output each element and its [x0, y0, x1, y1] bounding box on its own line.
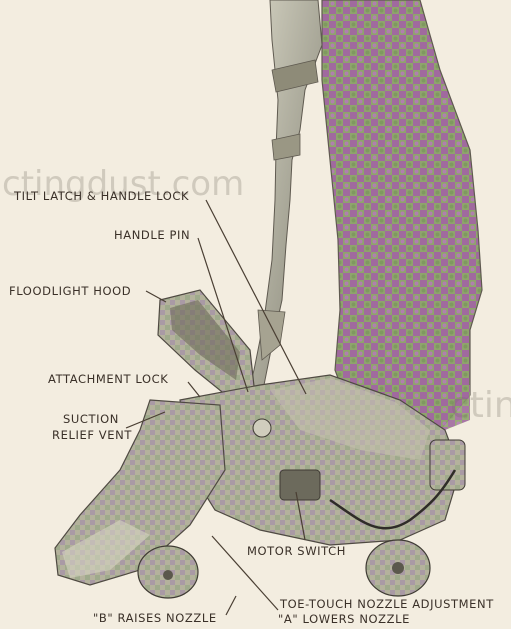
label-floodlight-hood: FLOODLIGHT HOOD	[9, 285, 131, 298]
handle-tube	[242, 0, 322, 420]
label-attachment-lock: ATTACHMENT LOCK	[48, 373, 168, 386]
watermark-side: ctinc	[450, 385, 511, 426]
label-toe-touch-adjustment: TOE-TOUCH NOZZLE ADJUSTMENT	[280, 598, 494, 611]
label-suction-relief-line2: RELIEF VENT	[52, 429, 130, 442]
label-a-lowers-nozzle: "A" LOWERS NOZZLE	[278, 613, 410, 626]
label-b-raises-nozzle: "B" RAISES NOZZLE	[93, 612, 217, 625]
label-tilt-latch: TILT LATCH & HANDLE LOCK	[14, 190, 189, 203]
label-suction-relief-line1: SUCTION	[52, 413, 130, 426]
dust-bag	[322, 0, 482, 440]
label-motor-switch: MOTOR SWITCH	[247, 545, 346, 558]
label-handle-pin: HANDLE PIN	[114, 229, 190, 242]
floodlight-hood	[158, 290, 255, 400]
